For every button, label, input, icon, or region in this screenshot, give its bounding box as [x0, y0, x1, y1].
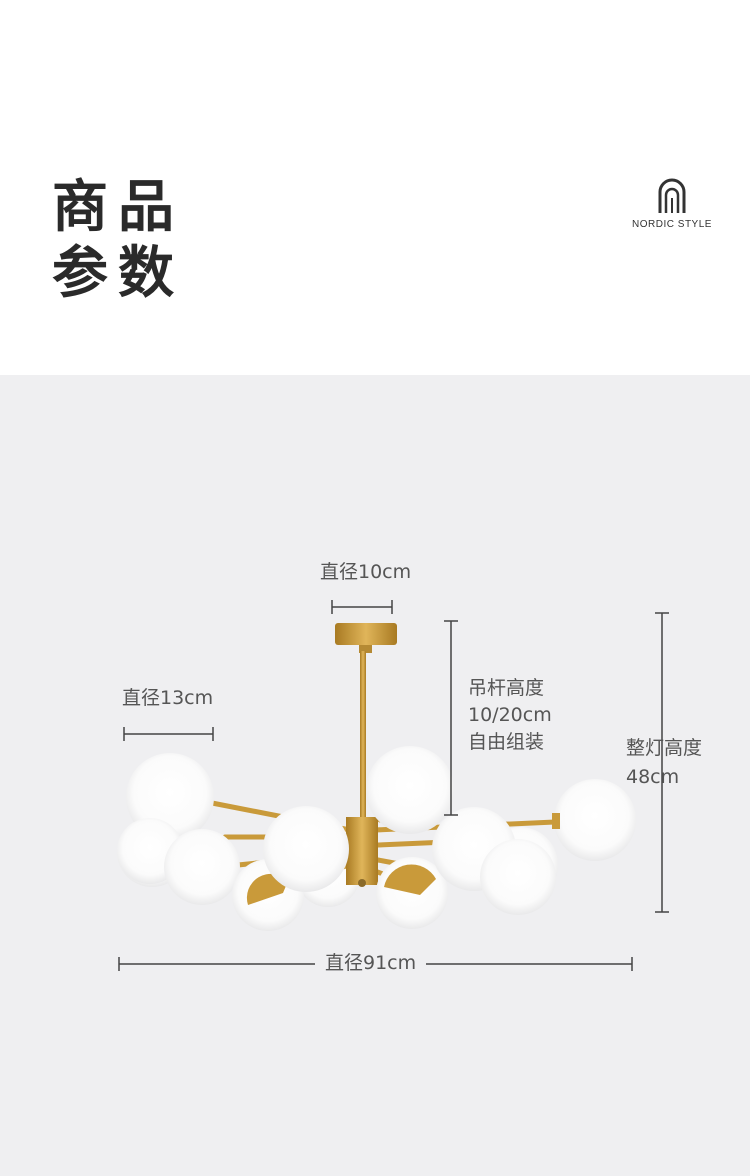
page-title-line2: 参数 — [52, 241, 184, 306]
brand-logo: NORDIC STYLE — [628, 178, 716, 230]
canopy — [335, 623, 397, 653]
globe-diameter-label: 直径13cm — [122, 687, 214, 709]
globe-left-mid — [164, 829, 240, 905]
canopy-diameter-line — [331, 600, 393, 614]
suspension-rod — [360, 651, 366, 827]
canopy-diameter-label: 直径10cm — [320, 561, 412, 583]
globe-center-left — [263, 806, 349, 892]
rod-height-label-1: 吊杆高度 — [468, 677, 545, 699]
rod-height-label-2: 10/20cm — [468, 704, 552, 726]
rod-height-label-3: 自由组装 — [468, 731, 545, 753]
globe-diameter-line — [123, 727, 214, 741]
rod-height-line — [444, 620, 458, 816]
page-title-line1: 商品 — [52, 175, 184, 240]
globe-center-top — [366, 746, 454, 834]
arch-icon — [658, 178, 686, 213]
total-height-label-2: 48cm — [626, 766, 680, 788]
header-section: 商品 参数 NORDIC STYLE — [0, 0, 750, 375]
globe-center-low — [376, 857, 448, 929]
chandelier-illustration — [117, 600, 669, 971]
total-height-line — [655, 612, 669, 913]
spec-section: 直径10cm 直径13cm 吊杆高度 10/20cm 自由组装 整灯高度 48c… — [0, 375, 750, 1176]
globe-right-low — [480, 839, 556, 915]
globe-right-top — [552, 779, 636, 861]
center-hub — [346, 817, 378, 887]
overall-diameter-label: 直径91cm — [315, 950, 427, 977]
total-height-label-1: 整灯高度 — [626, 737, 703, 759]
logo-text: NORDIC STYLE — [632, 219, 712, 230]
